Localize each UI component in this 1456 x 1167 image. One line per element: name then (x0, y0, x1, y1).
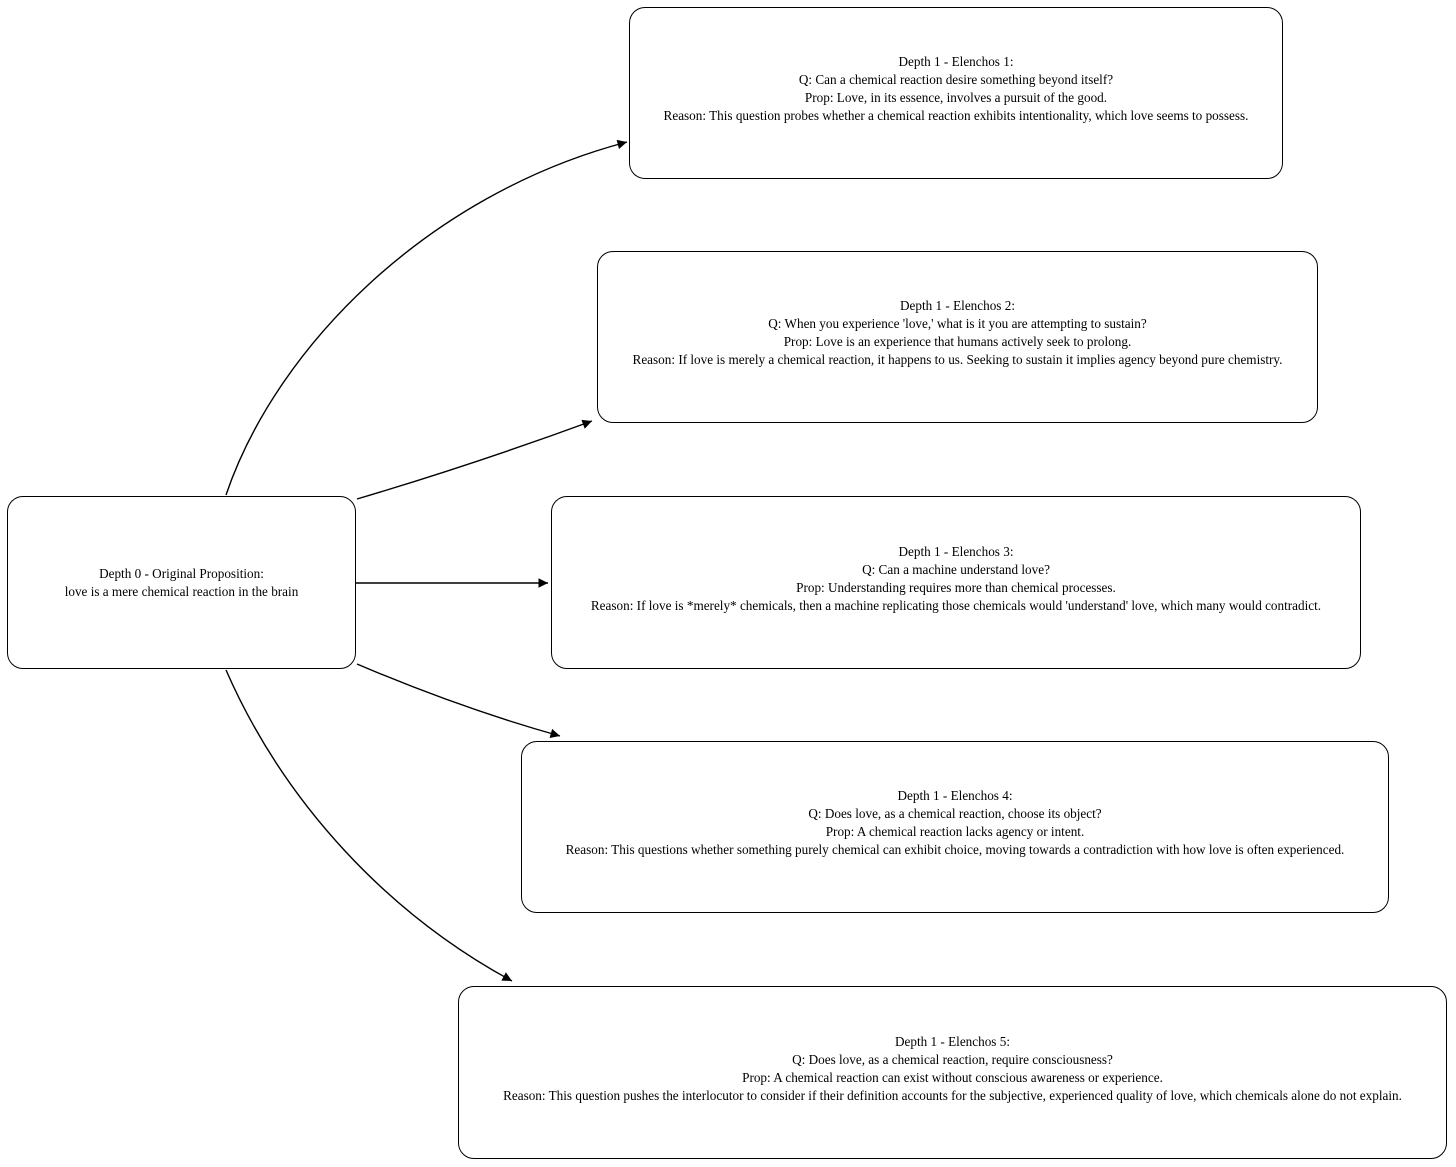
proposition-text: Prop: A chemical reaction can exist with… (742, 1069, 1163, 1085)
question-text: Q: Does love, as a chemical reaction, ch… (808, 806, 1102, 821)
node-title: Depth 1 - Elenchos 1: (898, 54, 1014, 69)
node-elenchos-5: Depth 1 - Elenchos 5: Q: Does love, as a… (458, 986, 1447, 1159)
proposition-text: Prop: A chemical reaction lacks agency o… (825, 824, 1085, 839)
edge-root-to-elenchos-2 (356, 419, 593, 500)
proposition-text: Prop: Love is an experience that humans … (783, 334, 1132, 349)
reason-text: Reason: This question pushes the interlo… (503, 1087, 1402, 1103)
question-text: Q: Can a machine understand love? (862, 561, 1050, 577)
node-title: Depth 0 - Original Proposition: (99, 565, 264, 581)
proposition-text: love is a mere chemical reaction in the … (64, 583, 299, 599)
edge-root-to-elenchos-1 (225, 139, 628, 496)
reason-text: Reason: This questions whether something… (565, 842, 1345, 857)
node-title: Depth 1 - Elenchos 2: (900, 298, 1015, 313)
reason-text: Reason: If love is merely a chemical rea… (632, 352, 1283, 367)
node-title: Depth 1 - Elenchos 4: (897, 788, 1013, 803)
question-text: Q: Can a chemical reaction desire someth… (798, 72, 1114, 87)
edge-root-to-elenchos-4 (356, 663, 561, 739)
reason-text: Reason: This question probes whether a c… (663, 108, 1249, 123)
reason-text: Reason: If love is *merely* chemicals, t… (590, 597, 1322, 613)
proposition-text: Prop: Love, in its essence, involves a p… (804, 90, 1108, 105)
edge-root-to-elenchos-5 (225, 669, 513, 982)
question-text: Q: When you experience 'love,' what is i… (768, 316, 1147, 331)
node-original-proposition: Depth 0 - Original Proposition: love is … (7, 496, 356, 669)
proposition-text: Prop: Understanding requires more than c… (796, 579, 1116, 595)
question-text: Q: Does love, as a chemical reaction, re… (792, 1051, 1113, 1067)
node-elenchos-4: Depth 1 - Elenchos 4: Q: Does love, as a… (521, 741, 1389, 913)
node-title: Depth 1 - Elenchos 3: (898, 543, 1014, 559)
node-elenchos-1: Depth 1 - Elenchos 1: Q: Can a chemical … (629, 7, 1283, 179)
node-elenchos-3: Depth 1 - Elenchos 3: Q: Can a machine u… (551, 496, 1361, 669)
node-elenchos-2: Depth 1 - Elenchos 2: Q: When you experi… (597, 251, 1318, 423)
node-title: Depth 1 - Elenchos 5: (895, 1033, 1010, 1049)
